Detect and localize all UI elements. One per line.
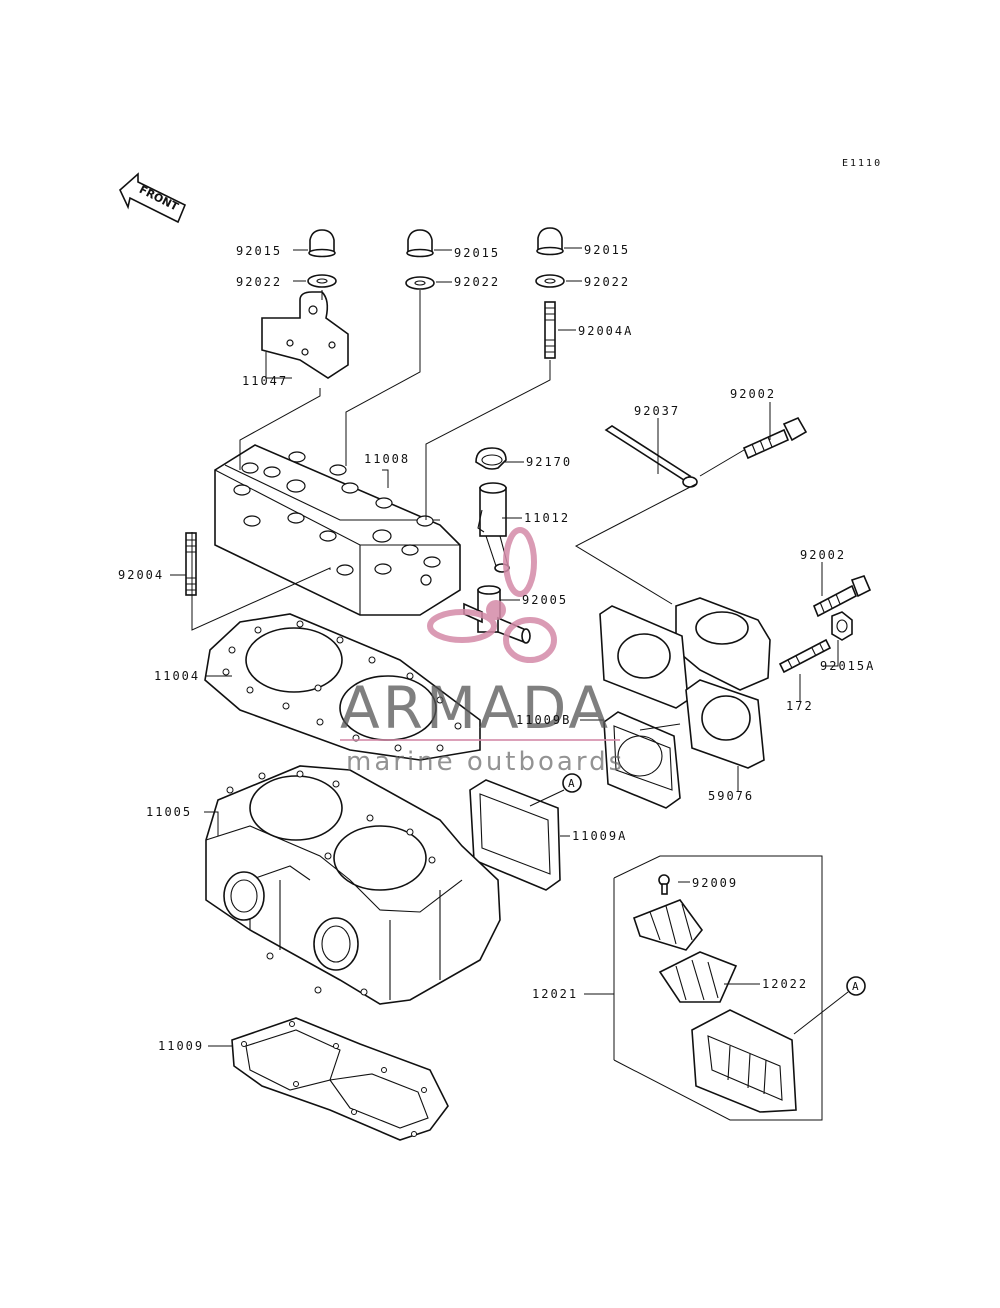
part-label: 92170 [526,455,572,469]
part-label: 11012 [524,511,570,525]
callout-a-lower: A [846,976,866,996]
head-gasket-11004 [204,613,481,761]
part-label: 92037 [634,404,680,418]
part-label: 11008 [364,452,410,466]
cylinder-block-11005 [205,765,501,1005]
watermark: ARMADA marine outboards [340,527,625,777]
reed-housing-upper [599,605,689,709]
intake-manifold [675,597,771,691]
bolt-92002-upper [742,416,808,460]
cap-nut-92015-left [308,229,336,258]
part-label: 12022 [762,977,808,991]
long-bolt-92037 [604,425,698,488]
hose-11012 [477,482,510,573]
screw-92009 [658,874,670,895]
part-label: 172 [786,699,814,713]
part-label: 11004 [154,669,200,683]
part-label: 11009A [572,829,627,843]
watermark-title: ARMADA [340,674,611,742]
spacer-59076 [685,679,765,769]
reed-valve-body [691,1009,797,1113]
washer-92022-right [535,274,565,288]
part-label: 92004 [118,568,164,582]
leader-lines [170,247,849,1047]
reed-valve-group-box [613,855,823,1121]
part-labels: 92015 92015 92015 92022 92022 92022 9200… [118,243,875,1053]
part-label: 92015 [454,246,500,260]
cap-nut-92015-right [536,227,564,256]
front-arrow-icon: FRONT [119,172,187,224]
callout-a-upper: A [562,773,582,793]
washer-92022-mid [405,276,435,290]
part-label: 12021 [532,987,578,1001]
gasket-11009b [603,711,681,809]
bolt-92002-lower [812,575,872,618]
base-gasket-11009 [231,1017,449,1141]
part-label: 92005 [522,593,568,607]
stud-92004 [185,532,197,596]
stud-92004a [544,301,556,359]
svg-text:A: A [852,980,859,993]
reed-petal-12022 [658,951,738,1003]
propeller-logo-icon [427,527,557,663]
nut-92015a [831,611,853,641]
part-label: 11047 [242,374,288,388]
watermark-subtitle: marine outboards [346,747,625,777]
washer-92022-left [307,274,337,288]
cylinder-head-11008 [214,444,461,616]
part-label: 92022 [454,275,500,289]
part-label: 92022 [236,275,282,289]
part-label: 11009 [158,1039,204,1053]
part-label: 11009B [516,713,571,727]
svg-text:A: A [568,777,575,790]
cap-nut-92015-mid [406,229,434,258]
reference-code: E1110 [842,158,882,169]
stud-172 [778,638,832,674]
part-label: 92002 [730,387,776,401]
part-label: 92022 [584,275,630,289]
clamp-92170 [475,447,507,470]
part-label: 92004A [578,324,633,338]
part-label: 11005 [146,805,192,819]
part-label: 92015 [236,244,282,258]
bracket-11047 [261,291,349,379]
part-label: 59076 [708,789,754,803]
part-label: 92009 [692,876,738,890]
part-label: 92002 [800,548,846,562]
reed-stopper [633,899,704,951]
part-label: 92015A [820,659,875,673]
part-label: 92015 [584,243,630,257]
